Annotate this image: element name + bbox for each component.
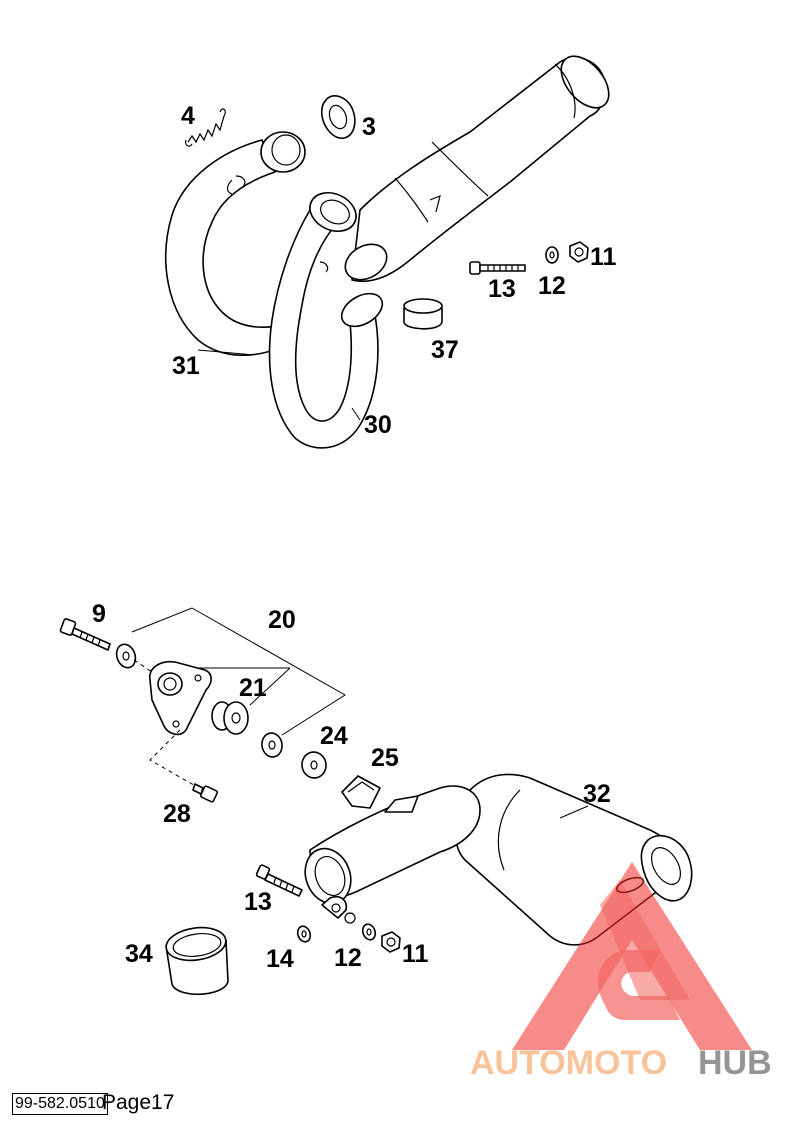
callout-3: 3 xyxy=(362,113,376,141)
bolt-13-top xyxy=(469,261,526,275)
watermark-text-light: AUTOMOTO xyxy=(470,1044,667,1082)
washer-12-bottom xyxy=(361,923,377,941)
sleeve-37 xyxy=(403,298,443,330)
gasket-3 xyxy=(320,95,356,139)
spacer-washer xyxy=(261,732,283,758)
callout-13-bottom: 13 xyxy=(244,888,272,916)
callout-30: 30 xyxy=(364,411,392,439)
bushing-21 xyxy=(211,701,249,735)
bolt-28 xyxy=(192,783,219,803)
callout-12-top: 12 xyxy=(538,272,566,300)
spring-4 xyxy=(185,108,226,147)
bolt-13-bottom xyxy=(255,864,303,897)
document-number: 99-582.0510 xyxy=(12,1093,108,1115)
callout-21: 21 xyxy=(239,674,267,702)
header-pipe-30 xyxy=(268,191,384,449)
automotohub-logo-watermark xyxy=(512,862,752,1050)
callout-24: 24 xyxy=(320,722,348,750)
nut-11-top xyxy=(569,241,589,263)
sleeve-34 xyxy=(165,926,229,995)
bracket-20 xyxy=(149,660,212,736)
nut-11-bottom xyxy=(381,931,401,953)
clip-nut-25 xyxy=(341,775,381,809)
callout-28: 28 xyxy=(163,800,191,828)
callout-11-bottom: 11 xyxy=(402,940,429,968)
callout-34: 34 xyxy=(125,940,153,968)
callout-12-bottom: 12 xyxy=(334,944,362,972)
callout-9: 9 xyxy=(92,600,106,628)
callout-4: 4 xyxy=(181,102,195,130)
callout-20: 20 xyxy=(268,606,296,634)
page-label: Page17 xyxy=(102,1091,175,1114)
callout-31: 31 xyxy=(172,352,200,380)
callout-14: 14 xyxy=(266,945,294,973)
washer-14 xyxy=(296,925,312,943)
callout-11-top: 11 xyxy=(590,243,617,271)
washer-24 xyxy=(301,751,327,779)
callout-32: 32 xyxy=(583,780,611,808)
exhaust-collector-tube xyxy=(344,55,610,283)
washer-9 xyxy=(115,643,137,669)
silencer-inlet-pipe xyxy=(304,785,481,924)
watermark-text-dark: HUB xyxy=(698,1044,772,1082)
bolt-9 xyxy=(59,618,111,651)
washer-12-top xyxy=(545,246,559,264)
callout-13-top: 13 xyxy=(488,275,516,303)
callout-37: 37 xyxy=(431,336,459,364)
callout-25: 25 xyxy=(371,744,399,772)
